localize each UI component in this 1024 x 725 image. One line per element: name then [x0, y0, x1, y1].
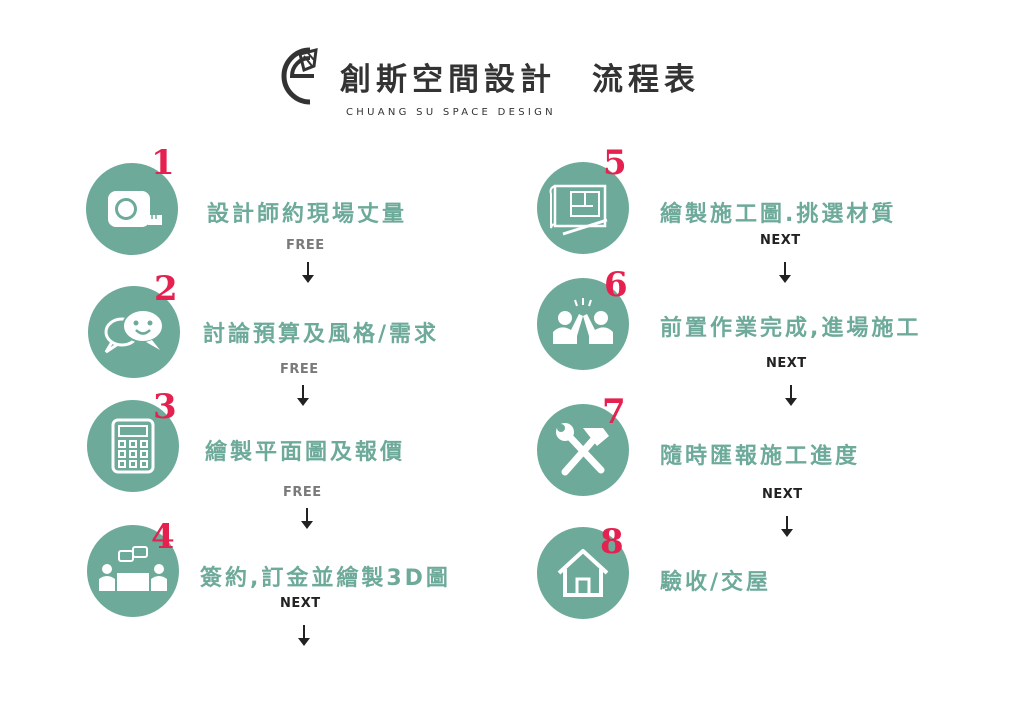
step-4-number: 4 — [151, 517, 175, 557]
step-6-circle — [537, 278, 629, 370]
step-6-number: 6 — [604, 265, 628, 305]
step-4-circle — [87, 525, 179, 617]
hammer-wrench-icon — [556, 423, 609, 476]
step-3-circle — [87, 400, 179, 492]
step-1-arrow-icon — [302, 262, 314, 283]
step-3-tag: FREE — [283, 485, 322, 500]
step-2-circle — [88, 286, 180, 378]
step-5-tag: NEXT — [760, 233, 801, 248]
step-7-tag: NEXT — [762, 487, 803, 502]
step-1-number: 1 — [151, 143, 175, 183]
step-5-number: 5 — [603, 143, 627, 183]
step-3-label: 繪製平面圖及報價 — [205, 440, 406, 465]
brand-logo-icon — [281, 47, 318, 105]
step-8-number: 8 — [600, 522, 624, 562]
page-subtitle: CHUANG SU SPACE DESIGN — [346, 107, 556, 118]
step-5-arrow-icon — [779, 262, 791, 283]
step-6-label: 前置作業完成,進場施工 — [660, 316, 922, 341]
page-title: 創斯空間設計 流程表 — [340, 62, 700, 98]
step-7-circle — [537, 404, 629, 496]
meeting-icon — [99, 546, 167, 591]
step-1-circle — [86, 163, 178, 255]
header: 創斯空間設計 流程表 CHUANG SU SPACE DESIGN — [270, 40, 730, 125]
step-6-arrow-icon — [785, 385, 797, 406]
step-6-tag: NEXT — [766, 356, 807, 371]
step-2-number: 2 — [154, 269, 178, 309]
step-4-label: 簽約,訂金並繪製3D圖 — [200, 566, 451, 591]
step-7-number: 7 — [602, 392, 626, 432]
step-7-arrow-icon — [781, 516, 793, 537]
house-icon — [557, 549, 609, 597]
measuring-tape-icon — [108, 191, 162, 227]
step-1-label: 設計師約現場丈量 — [207, 202, 408, 227]
step-5-circle — [537, 162, 629, 254]
step-8-label: 驗收/交屋 — [660, 570, 772, 595]
step-7-label: 隨時匯報施工進度 — [660, 444, 861, 469]
step-4-arrow-icon — [298, 625, 310, 646]
step-4-tag: NEXT — [280, 596, 321, 611]
step-2-tag: FREE — [280, 362, 319, 377]
step-8-circle — [537, 527, 629, 619]
chat-bubbles-icon — [104, 309, 164, 354]
step-3-number: 3 — [153, 387, 177, 427]
blueprint-icon — [549, 184, 608, 236]
step-1-tag: FREE — [286, 238, 325, 253]
step-5-label: 繪製施工圖.挑選材質 — [660, 202, 897, 227]
step-2-label: 討論預算及風格/需求 — [203, 322, 440, 347]
step-3-arrow-icon — [301, 508, 313, 529]
calculator-icon — [111, 418, 155, 474]
step-2-arrow-icon — [297, 385, 309, 406]
high-five-icon — [553, 298, 613, 344]
